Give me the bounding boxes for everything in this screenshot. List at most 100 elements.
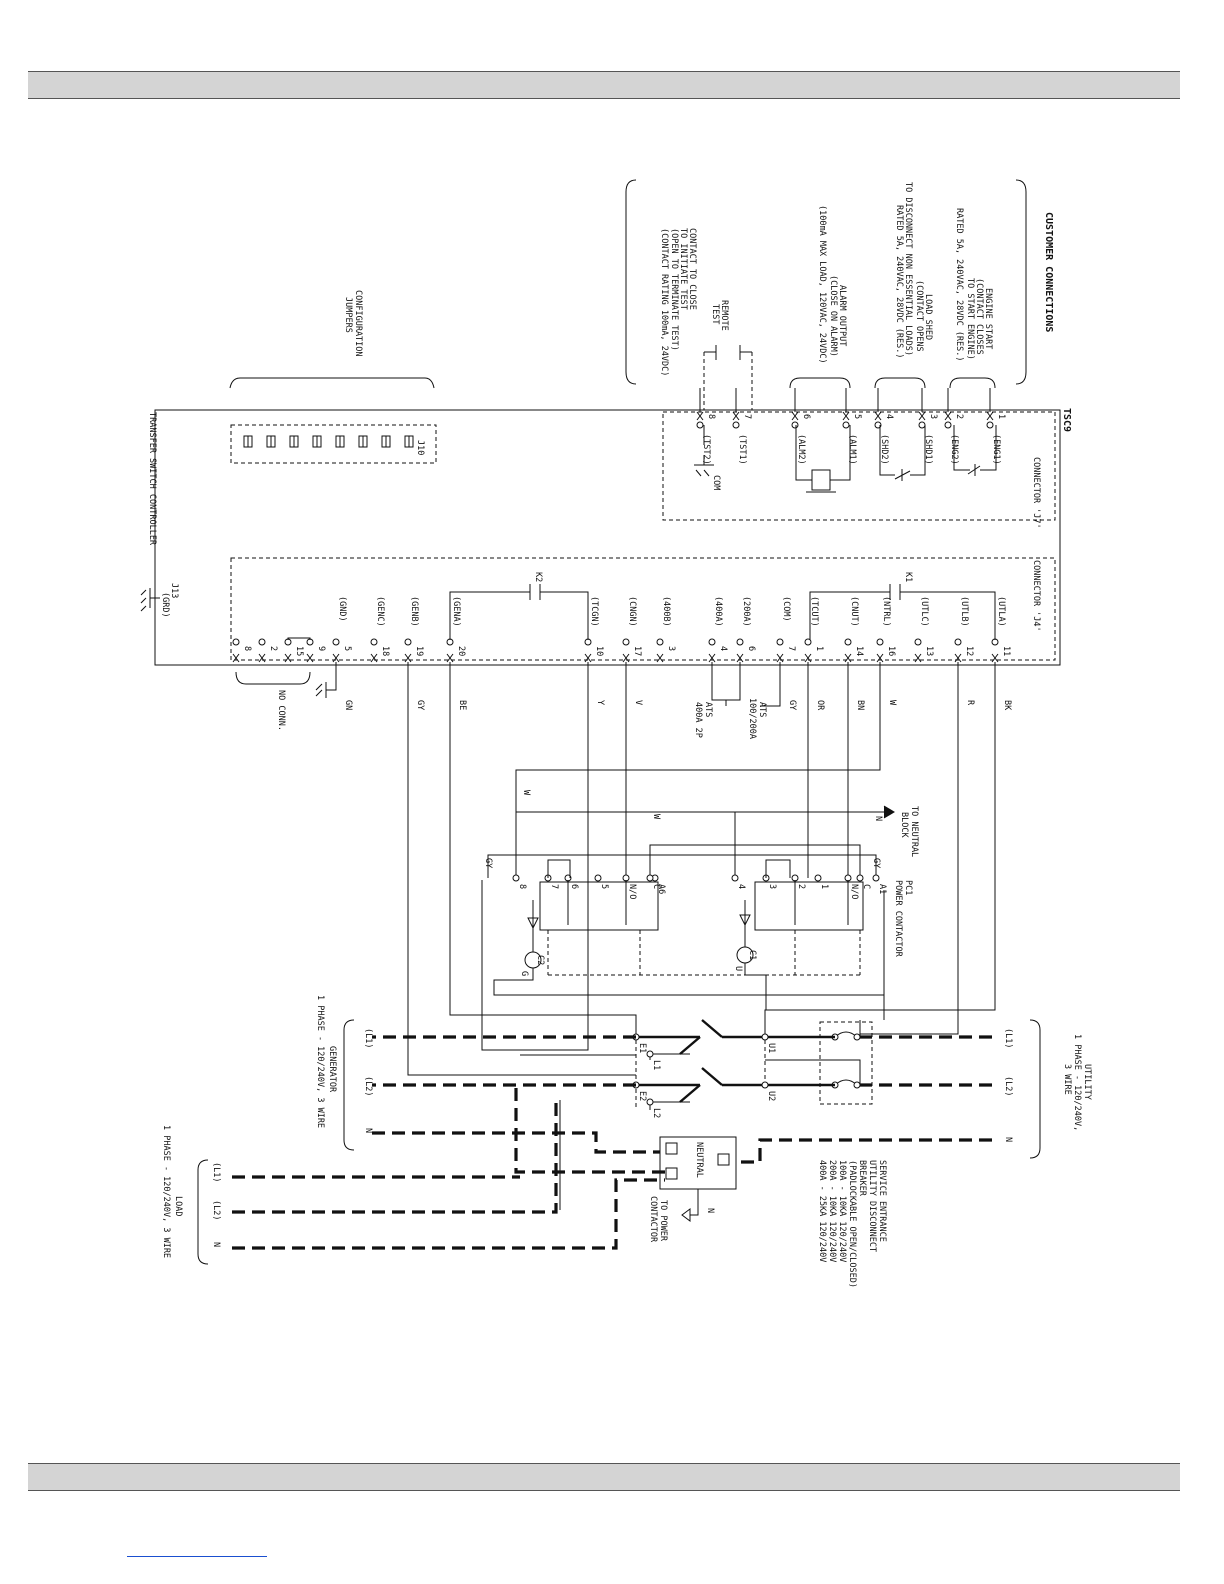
wire-w-2: W: [651, 814, 661, 820]
tsc9-controller-box: [154, 409, 1061, 666]
j4-pin-signal: (GENB): [409, 596, 419, 627]
pc1-gy-bus: [487, 854, 877, 878]
pc1-aux-links: [547, 859, 791, 878]
j7-pin-terminal: [732, 421, 740, 429]
j4-pin-signal: (TCUT): [809, 596, 819, 627]
service-breaker-box: [819, 1021, 873, 1105]
ground-connector-label: J13: [169, 583, 179, 598]
j4-pin-number: 1: [814, 646, 824, 651]
j4-pin-marker: [876, 653, 884, 663]
j4-pin-number: 16: [886, 646, 896, 656]
test-contact-line-3: (OPEN TO TERMINATE TEST): [669, 228, 679, 351]
connector-j4-box: [230, 557, 1056, 661]
j4-pin-terminal: [844, 638, 852, 646]
load-shed-contact: [879, 425, 926, 481]
utility-l1: (L1): [1003, 1028, 1013, 1048]
to-neutral-n-label: N: [873, 816, 883, 821]
j4-pin-terminal: [876, 638, 884, 646]
engine-start-contact: [953, 425, 997, 476]
jumper-block-label: J10: [415, 440, 425, 455]
remote-test-line-1: REMOTE: [719, 300, 729, 331]
j7-pin-marker: [944, 411, 952, 421]
j4-wire-color: BK: [1002, 700, 1012, 711]
load-shed-line-3: TO DISCONNECT NON ESSENTIAL LOADS): [903, 182, 913, 356]
j4-pin-terminal: [736, 638, 744, 646]
switch-terminal: [646, 1050, 654, 1058]
coil-c1-letter: U: [733, 966, 743, 971]
j4-pin-number: 10: [594, 646, 604, 656]
neutral-lug-1: [665, 1142, 678, 1155]
switch-terminal: [761, 1081, 769, 1089]
alarm-output-line-1: ALARM OUTPUT: [837, 285, 847, 346]
j4-pin-number: 20: [456, 646, 466, 656]
utility-lines: [735, 1035, 992, 1164]
j4-pin-signal: (TCGN): [589, 596, 599, 627]
j4-pin-signal: (400B): [661, 596, 671, 627]
to-neutral-block-label-2: BLOCK: [899, 812, 909, 838]
load-title-1: LOAD: [173, 1196, 183, 1216]
switch-terminal-label: U1: [766, 1043, 776, 1053]
service-entrance-6: 200A - 10KA 120/240V: [827, 1160, 837, 1262]
j7-pin-number: 7: [742, 414, 752, 419]
j4-pin-terminal: [804, 638, 812, 646]
ats-note-2b: 400A 2P: [693, 702, 703, 738]
j7-pin-signal: (ALM2): [796, 434, 806, 465]
relay-k2-label: K2: [533, 572, 543, 582]
j4-pin-number: 7: [786, 646, 796, 651]
service-breaker-contacts: [834, 1031, 858, 1086]
service-entrance-1: SERVICE ENTRANCE: [877, 1160, 887, 1242]
config-jumpers-label-2: JUMPERS: [343, 297, 353, 333]
switch-terminal-label: E2: [637, 1091, 647, 1101]
j7-pin-number: 3: [928, 414, 938, 419]
switch-terminal-label: L1: [651, 1060, 661, 1070]
j4-pin-number: 19: [414, 646, 424, 656]
switch-terminal-label: E1: [637, 1043, 647, 1053]
customer-connections-bracket: [1015, 179, 1027, 385]
j4-wire-color: V: [633, 700, 643, 705]
j4-pin-marker: [284, 653, 292, 663]
j7-pin-terminal: [696, 421, 704, 429]
j4-pin-number: 14: [854, 646, 864, 656]
pc1-terminal: [594, 874, 602, 882]
jumper-pins: [243, 435, 414, 448]
j4-pin-signal: (400A): [713, 596, 723, 627]
alarm-output-relay: [795, 425, 851, 493]
j4-pin-number: 4: [718, 646, 728, 651]
j7-pin-marker: [732, 411, 740, 421]
breaker-to-switch: [765, 1035, 835, 1087]
engine-start-line-4: RATED 5A, 240VAC, 28VDC (RES.): [954, 208, 964, 362]
utility-title-1: UTILITY: [1082, 1064, 1092, 1100]
j4-pin-number: 12: [964, 646, 974, 656]
j4-pin-number: 6: [746, 646, 756, 651]
j7-pin-marker: [874, 411, 882, 421]
j4-pin-marker: [332, 653, 340, 663]
j4-pin-signal: (CNUT): [849, 596, 859, 627]
relay-k1-loop: [809, 584, 996, 640]
load-shed-bracket: [874, 377, 926, 389]
pc1-terminal-label: 7: [549, 884, 559, 889]
j7-pin-signal: (SHD1): [923, 434, 933, 465]
pc1-terminal-label: 4: [736, 884, 746, 889]
ats-note-group: [711, 662, 781, 707]
load-l2: (L2): [211, 1200, 221, 1220]
j4-pin-terminal: [656, 638, 664, 646]
coil-dashed-links: [547, 930, 861, 976]
coil-c2-letter: G: [519, 971, 529, 976]
neutral-block-to-power-n: N: [705, 1208, 715, 1213]
alarm-output-line-2: (CLOSE ON ALARM): [828, 275, 838, 357]
connector-j7-label: CONNECTOR 'J7': [1031, 457, 1041, 529]
j4-pin-marker: [844, 653, 852, 663]
test-contact-bracket: [625, 179, 637, 385]
j4-wire-color: Y: [595, 700, 605, 705]
connector-j4-pins: 11(UTLA)BK12(UTLB)R13(UTLC)16(NTRL)W14(C…: [232, 596, 1012, 711]
service-entrance-5: 100A - 10KA 120/240V: [837, 1160, 847, 1262]
footer-link-underline[interactable]: [127, 1556, 267, 1557]
ats-note-1a: ATS: [757, 702, 767, 717]
customer-connections-heading: CUSTOMER CONNECTIONS: [1043, 212, 1054, 332]
ground-symbol-j13: [140, 588, 160, 612]
alarm-output-line-3: (100mA MAX LOAD, 120VAC, 24VDC): [817, 205, 827, 364]
engine-start-bracket: [949, 377, 996, 389]
pc1-terminal-label: 3: [767, 884, 777, 889]
